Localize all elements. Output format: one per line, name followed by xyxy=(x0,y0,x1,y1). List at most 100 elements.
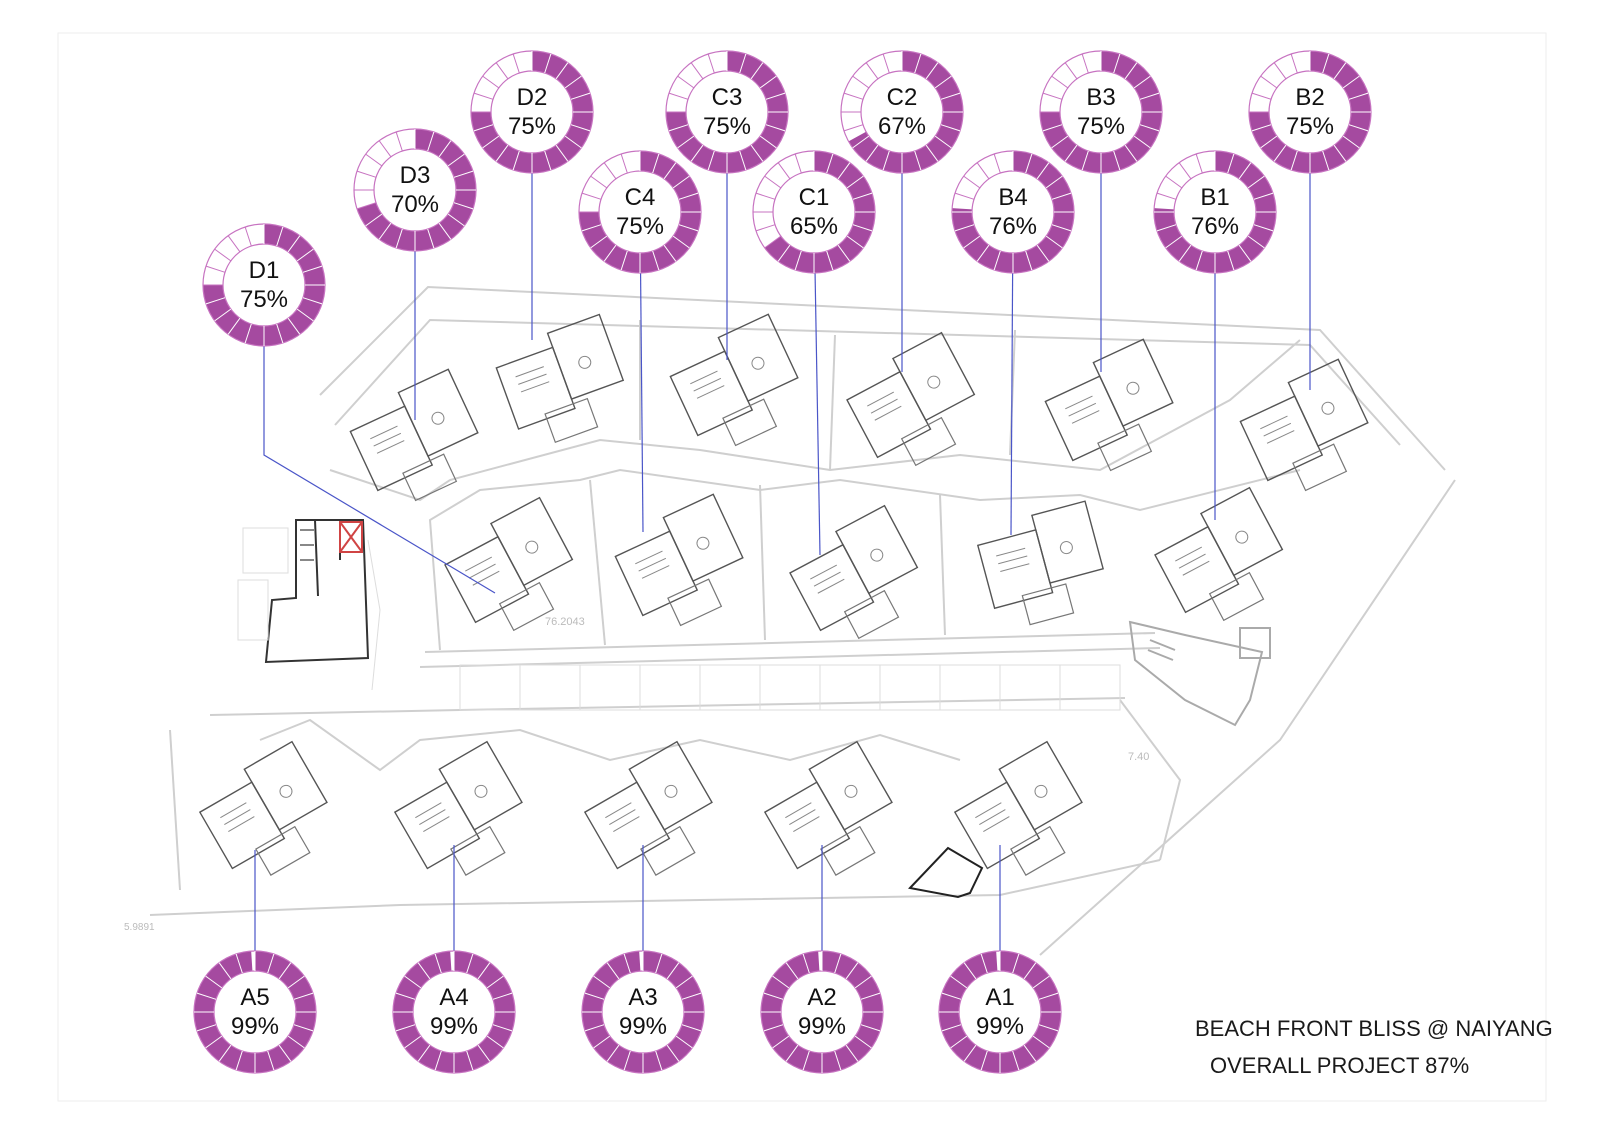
ring-segment-tick xyxy=(417,962,431,980)
unit-percent-d1: 75% xyxy=(240,286,288,313)
ring-segment-tick xyxy=(603,244,617,262)
ring-segment-tick xyxy=(802,1050,810,1071)
ring-segment-tick xyxy=(427,131,435,152)
ring-segment-tick xyxy=(914,150,922,171)
villa-stair-line xyxy=(998,555,1028,565)
ring-segment-tick xyxy=(739,53,747,74)
ring-fill-a2 xyxy=(760,951,883,1073)
ring-segment-tick xyxy=(486,975,504,989)
villa-wing-b xyxy=(489,496,574,587)
ring-segment-tick xyxy=(1032,1035,1050,1049)
villa-wing-b xyxy=(1092,338,1174,427)
villa-wing-a xyxy=(495,346,576,430)
ring-segment-tick xyxy=(976,244,990,262)
ring-segment-tick xyxy=(235,953,243,974)
ring-segment-tick xyxy=(1227,153,1235,174)
ring-segment-tick xyxy=(438,140,452,158)
ring-segment-tick xyxy=(1012,953,1020,974)
villa-stair-line xyxy=(415,802,442,819)
unit-progress-rings: D175%D370%D275%C475%C375%C165%C267%B476%… xyxy=(193,50,1372,1074)
villa-wing-b xyxy=(808,740,893,831)
villa-terrace xyxy=(900,416,957,467)
villa-terrace xyxy=(1292,443,1348,492)
villa-terrace xyxy=(722,398,778,447)
ring-segment-tick xyxy=(395,1024,416,1032)
ring-segment-tick xyxy=(914,53,922,74)
ring-fill-a3 xyxy=(581,951,704,1073)
parking-strip xyxy=(459,664,1121,711)
ring-segment-tick xyxy=(1260,135,1278,149)
unit-label-b3: B3 xyxy=(1086,84,1115,111)
villa-footprint xyxy=(1154,486,1284,622)
ring-segment-tick xyxy=(845,1044,859,1062)
ring-segment-tick xyxy=(1124,62,1138,80)
ring-fill-c1 xyxy=(764,151,875,273)
ring-segment-tick xyxy=(606,1044,620,1062)
ring-segment-tick xyxy=(227,317,241,335)
unit-percent-c4: 75% xyxy=(616,213,664,240)
villa-wing-b xyxy=(243,740,328,831)
villa-stair-line xyxy=(520,381,550,393)
ring-segment-tick xyxy=(1342,135,1360,149)
ring-segment-tick xyxy=(860,1024,881,1032)
ring-segment-tick xyxy=(672,235,690,249)
villa-wing-b xyxy=(1287,358,1369,447)
villa-stair-line xyxy=(810,564,838,580)
ring-segment-tick xyxy=(1253,192,1274,200)
ring-segment-tick xyxy=(1051,75,1069,89)
villa-fixture xyxy=(696,536,710,550)
villa-stair-line xyxy=(373,432,402,447)
ring-segment-tick xyxy=(652,250,660,271)
ring-segment-tick xyxy=(590,235,608,249)
ring-segment-tick xyxy=(925,62,939,80)
ring-segment-tick xyxy=(954,224,975,232)
ring-segment-tick xyxy=(941,1024,962,1032)
unit-label-d2: D2 xyxy=(517,84,548,111)
ring-segment-tick xyxy=(427,228,435,249)
ring-segment-tick xyxy=(750,144,764,162)
ring-segment-tick xyxy=(763,1024,784,1032)
villa-stair-line xyxy=(1260,415,1288,430)
villa-terrace xyxy=(402,453,458,502)
ring-segment-tick xyxy=(1227,250,1235,271)
ring-segment-tick xyxy=(492,1024,513,1032)
ring-segment-tick xyxy=(663,162,677,180)
ring-segment-tick xyxy=(438,222,452,240)
villa-footprint xyxy=(614,493,744,627)
ring-segment-tick xyxy=(690,144,704,162)
villa-footprint xyxy=(393,740,523,876)
villa-fixture xyxy=(927,375,941,389)
ring-segment-tick xyxy=(287,235,301,253)
villa-stair-line xyxy=(638,557,667,572)
level-label-mid: 76.2043 xyxy=(545,616,585,628)
ring-segment-tick xyxy=(1253,224,1274,232)
ring-segment-tick xyxy=(473,92,494,100)
ring-segment-tick xyxy=(205,297,226,305)
ring-segment-tick xyxy=(570,124,591,132)
villa-footprint xyxy=(495,313,625,444)
ring-segment-tick xyxy=(205,1035,223,1049)
ring-segment-tick xyxy=(668,124,689,132)
villa-wing-b xyxy=(1031,500,1104,584)
villa-fixture xyxy=(870,548,884,562)
villa-wing-a xyxy=(669,350,754,437)
villa-footprint xyxy=(953,740,1083,876)
ring-segment-tick xyxy=(1342,75,1360,89)
ring-segment-tick xyxy=(395,992,416,1000)
ring-segment-tick xyxy=(763,992,784,1000)
villa-stair-line xyxy=(690,370,718,385)
ring-segment-tick xyxy=(1042,92,1063,100)
ring-segment-tick xyxy=(417,1044,431,1062)
villa-wing-b xyxy=(662,493,744,582)
ring-segment-tick xyxy=(846,235,864,249)
villa-footprint xyxy=(1044,338,1174,472)
villa-wing-b xyxy=(397,368,479,457)
ring-segment-tick xyxy=(447,153,465,167)
ring-segment-tick xyxy=(570,92,591,100)
villa-stair-line xyxy=(220,802,247,819)
ring-segment-tick xyxy=(755,192,776,200)
villa-stair-line xyxy=(996,547,1026,557)
ring-segment-tick xyxy=(205,975,223,989)
